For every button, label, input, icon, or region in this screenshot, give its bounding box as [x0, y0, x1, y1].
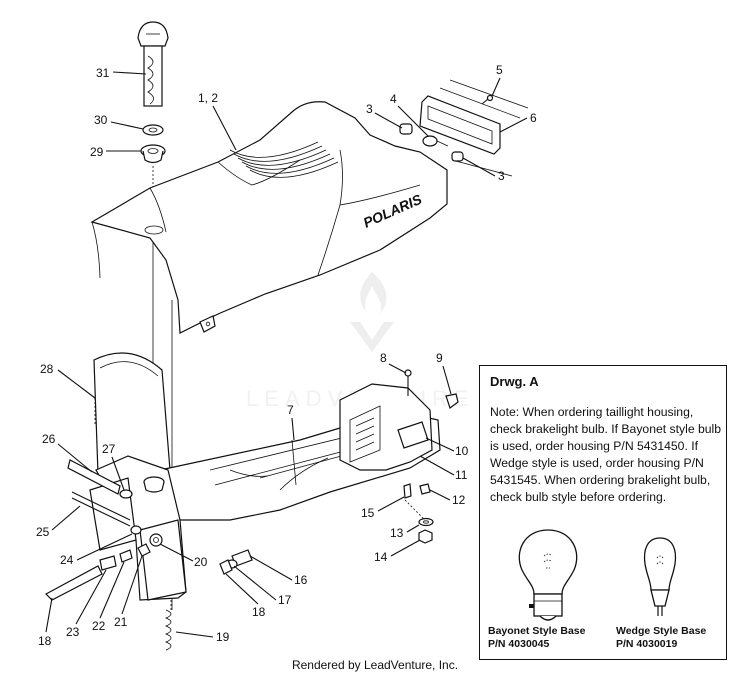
- callout-23: 23: [66, 625, 80, 639]
- callout-17: 17: [278, 593, 292, 607]
- callout-8: 8: [380, 351, 387, 365]
- callout-16: 16: [294, 573, 308, 587]
- callout-24: 24: [60, 553, 74, 567]
- callout-26: 26: [42, 432, 56, 446]
- wedge-pn: P/N 4030019: [616, 638, 678, 650]
- seat-cover-part-1-2: [90, 101, 448, 334]
- taillight-housing-part-6: [419, 79, 529, 177]
- callout-20: 20: [194, 555, 208, 569]
- fuel-line-part-18-right: [219, 559, 233, 575]
- bolt-part-15: [403, 483, 412, 499]
- grommet-part-3-left: [399, 123, 413, 135]
- bayonet-label: Bayonet Style Base P/N 4030045: [488, 625, 585, 651]
- callout-31: 31: [96, 66, 110, 80]
- fitting-part-27: [119, 489, 133, 499]
- callout-15: 15: [361, 506, 375, 520]
- callout-11: 11: [455, 468, 468, 482]
- callout-18-right: 18: [252, 605, 266, 619]
- screw-part-5: [481, 94, 494, 105]
- callout-28: 28: [40, 362, 54, 376]
- footer-credit: Rendered by LeadVenture, Inc.: [291, 658, 459, 672]
- fuel-line-part-18-left: [45, 565, 103, 601]
- petcock-part-20: [149, 533, 163, 547]
- hose-part-26: [67, 459, 121, 495]
- callout-25: 25: [36, 525, 50, 539]
- callout-27: 27: [102, 442, 116, 456]
- callout-1-2: 1, 2: [198, 91, 218, 105]
- fuel-cap-part-31: [137, 21, 169, 107]
- fitting-part-22: [119, 549, 133, 563]
- clamp-part-24: [130, 525, 142, 535]
- callout-7: 7: [287, 403, 294, 417]
- callout-13: 13: [390, 526, 404, 540]
- fitting-part-23: [99, 555, 117, 571]
- wedge-label: Wedge Style Base P/N 4030019: [616, 625, 706, 651]
- clip-part-12: [419, 483, 431, 495]
- callout-19: 19: [216, 630, 230, 644]
- washer-part-30: [142, 124, 164, 136]
- bayonet-style-text: Bayonet Style Base: [488, 625, 586, 637]
- callout-5: 5: [496, 63, 503, 77]
- callout-10: 10: [455, 444, 469, 458]
- grommet-part-29: [140, 144, 166, 164]
- callout-6: 6: [530, 111, 537, 125]
- nut-part-14: [418, 529, 433, 544]
- callout-18-left: 18: [38, 634, 52, 648]
- callout-3-right: 3: [498, 169, 505, 183]
- callout-14: 14: [374, 550, 388, 564]
- wedge-style-text: Wedge Style Base: [616, 625, 707, 637]
- bayonet-pn: P/N 4030045: [488, 638, 550, 650]
- bayonet-bulb-icon: [518, 529, 578, 621]
- washer-part-13: [418, 517, 434, 527]
- drawing-a-note: Note: When ordering taillight housing, c…: [490, 405, 722, 504]
- callout-30: 30: [94, 113, 108, 127]
- callout-29: 29: [90, 145, 104, 159]
- fitting-part-21: [137, 543, 151, 557]
- wedge-bulb-icon: [643, 537, 677, 616]
- socket-part-4: [422, 135, 449, 147]
- drawing-a-title: Drwg. A: [490, 374, 539, 389]
- callout-9: 9: [436, 351, 443, 365]
- callout-12: 12: [452, 493, 466, 507]
- callout-22: 22: [92, 619, 106, 633]
- callout-4: 4: [390, 92, 397, 106]
- drawing-a-panel: Drwg. A Note: When ordering taillight ho…: [479, 365, 727, 660]
- callout-21: 21: [114, 615, 128, 629]
- callout-3-left: 3: [366, 102, 373, 116]
- clip-part-9: [445, 393, 459, 409]
- spring-part-19: [164, 600, 172, 651]
- grommet-part-3-right: [451, 151, 464, 162]
